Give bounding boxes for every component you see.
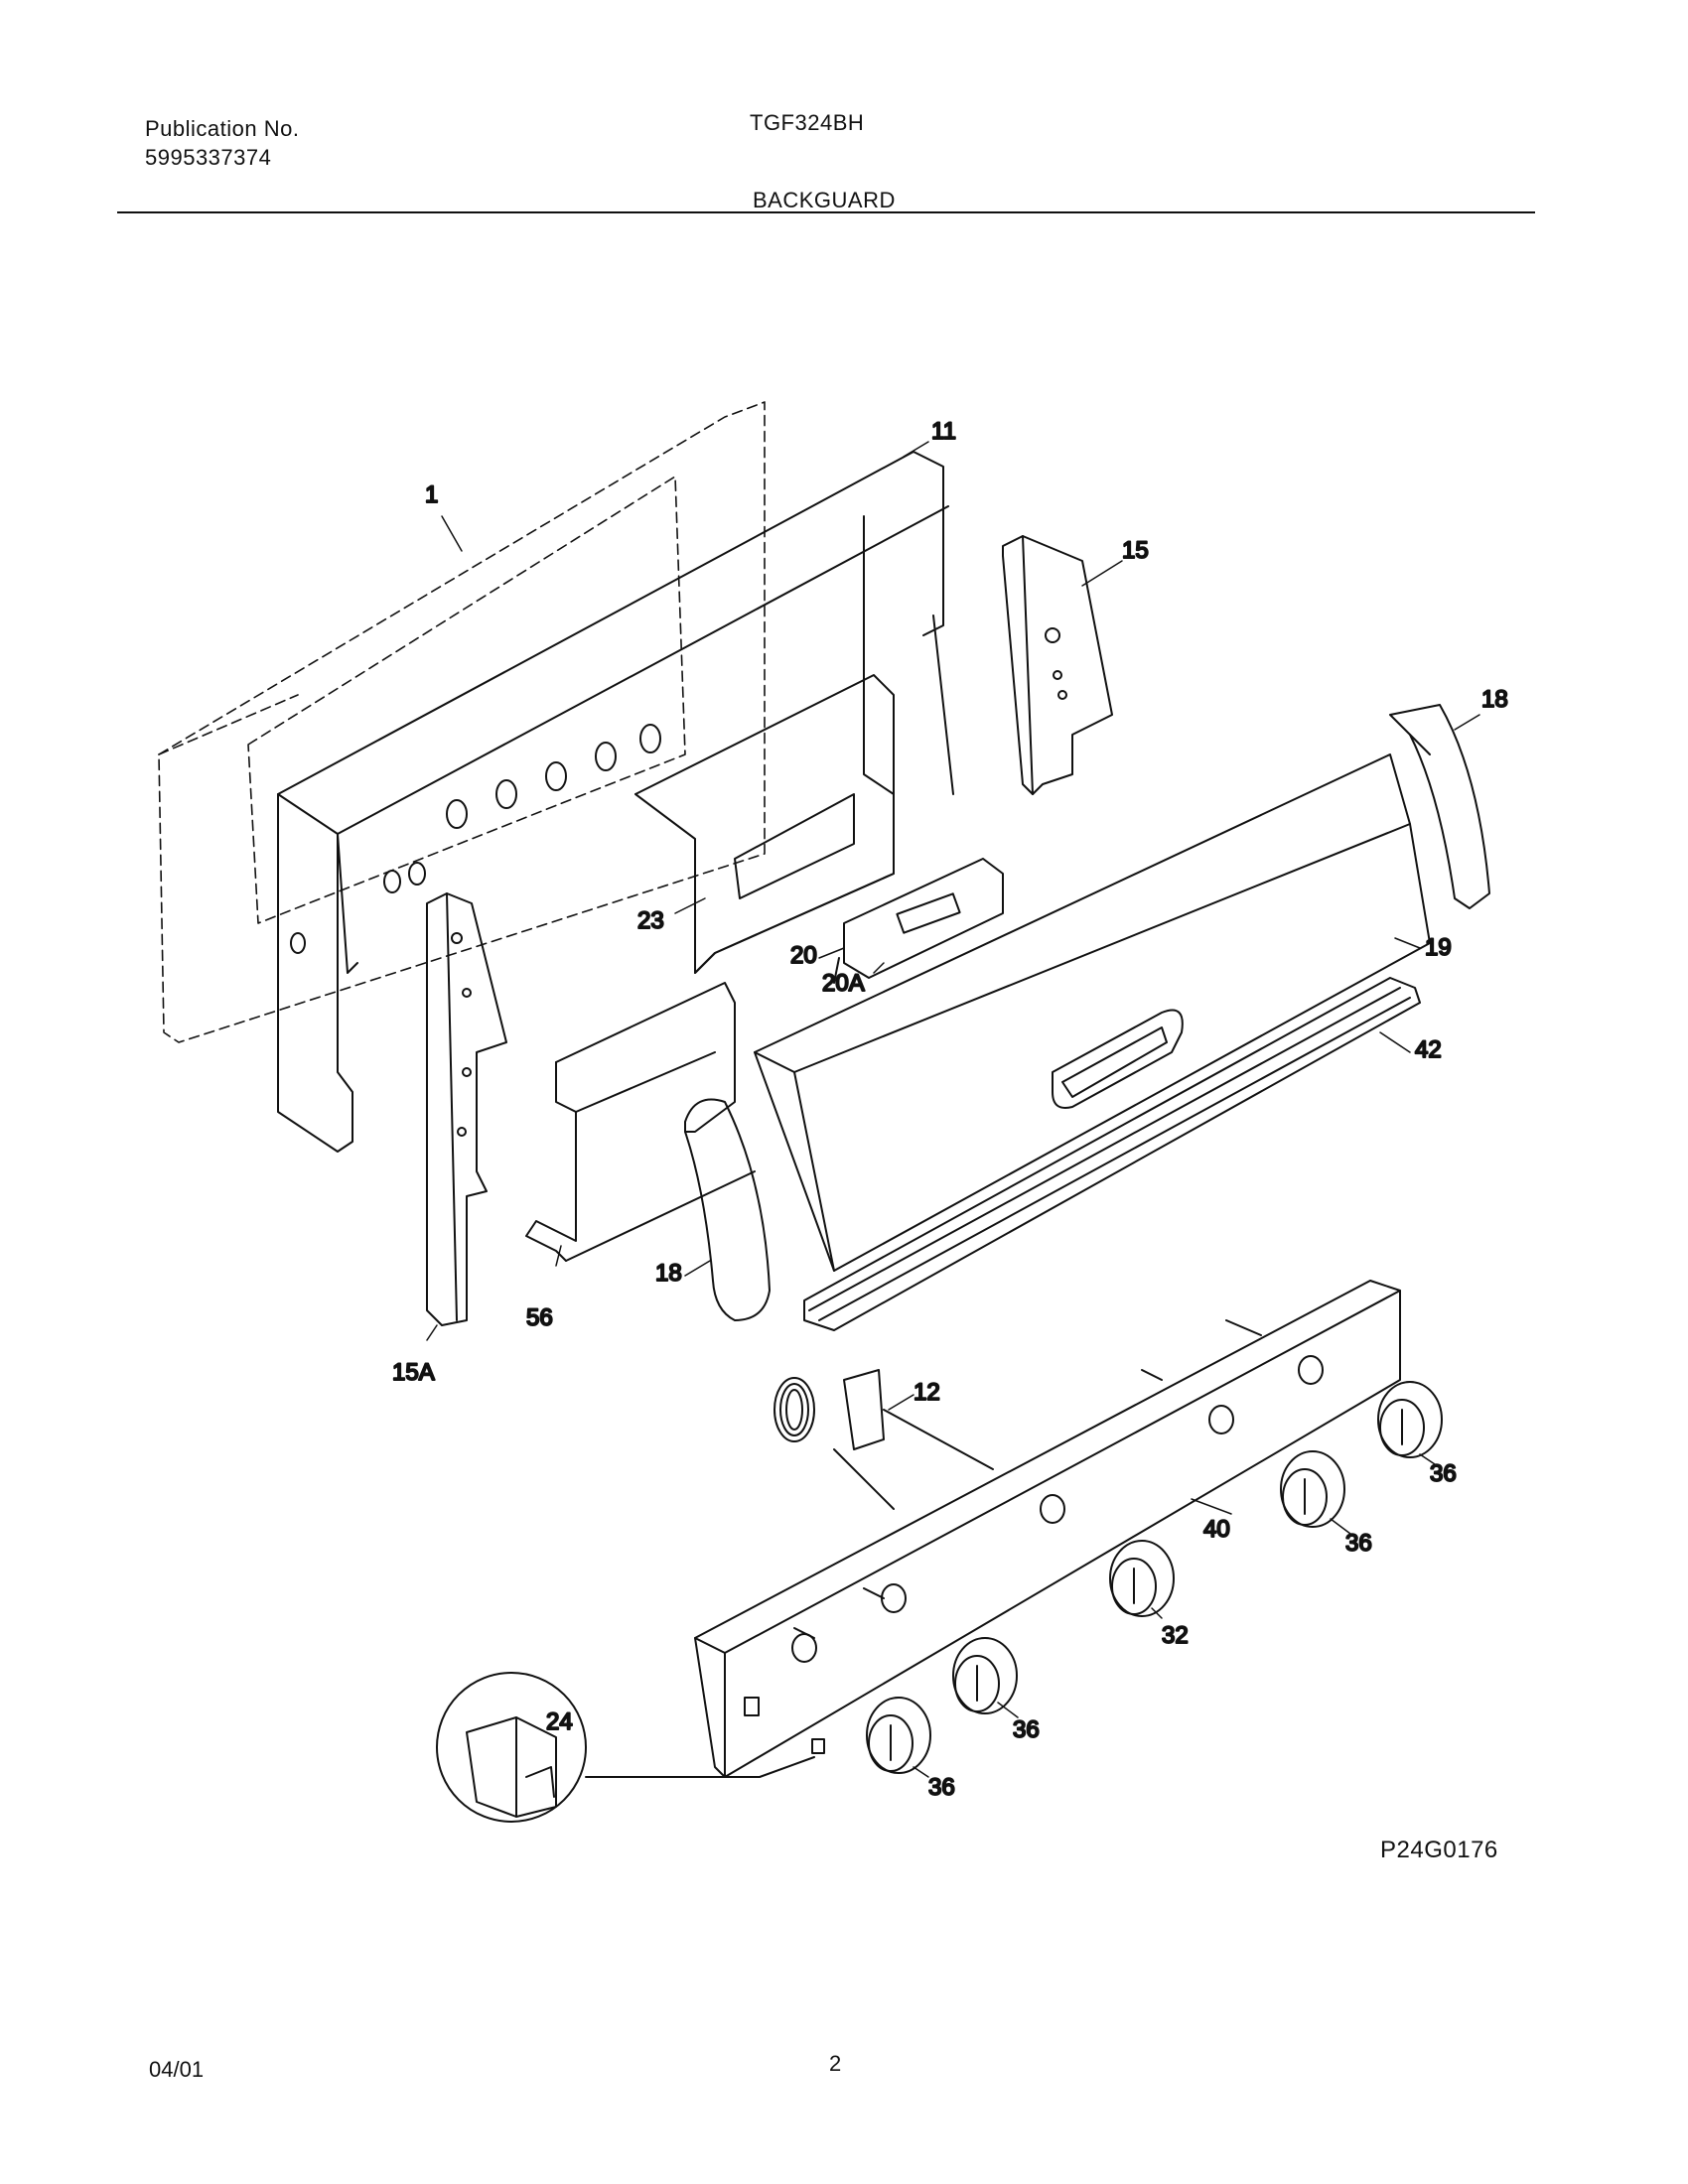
knob-36-upper-right <box>1377 1381 1443 1458</box>
callout-18-left: 18 <box>655 1260 682 1287</box>
callout-36-middle-right: 36 <box>1345 1530 1372 1557</box>
publication-label: Publication No. <box>145 116 300 141</box>
section-title: BACKGUARD <box>753 188 896 212</box>
display-bracket <box>634 674 895 974</box>
callout-20a: 20A <box>822 970 865 997</box>
callout-36-middle-left: 36 <box>1013 1716 1040 1743</box>
callout-12: 12 <box>914 1379 940 1406</box>
page-number: 2 <box>829 2051 842 2076</box>
callout-36-upper-right: 36 <box>1430 1460 1457 1487</box>
callout-20: 20 <box>790 942 817 969</box>
header-rule <box>117 211 1535 213</box>
callout-40: 40 <box>1203 1516 1230 1543</box>
knob-36-lower-left <box>866 1697 931 1774</box>
callout-1: 1 <box>425 481 438 508</box>
trim-strip <box>803 977 1421 1331</box>
clock-control-module <box>833 858 1004 984</box>
right-end-bracket <box>1002 535 1113 795</box>
rear-support-plate <box>525 982 756 1262</box>
left-end-cap <box>684 1098 771 1321</box>
callout-42: 42 <box>1415 1036 1442 1063</box>
rear-insulation-panel <box>158 401 766 1043</box>
callout-56: 56 <box>526 1304 553 1331</box>
thermostat <box>774 1369 994 1510</box>
callout-32: 32 <box>1162 1622 1189 1649</box>
footer-date: 04/01 <box>149 2057 205 2082</box>
switch-detail-inset <box>436 1672 825 1823</box>
callout-11: 11 <box>931 418 956 445</box>
right-end-cap <box>1389 704 1490 909</box>
callout-36-lower-left: 36 <box>928 1774 955 1801</box>
left-end-bracket <box>426 892 507 1326</box>
control-panel-rail <box>694 1280 1401 1778</box>
callout-18-right: 18 <box>1481 686 1508 713</box>
callout-24: 24 <box>546 1708 573 1735</box>
callout-19: 19 <box>1425 934 1452 961</box>
callout-15a: 15A <box>392 1359 435 1386</box>
knob-32 <box>1109 1540 1175 1617</box>
front-control-panel <box>754 753 1431 1272</box>
knob-36-middle-right <box>1280 1450 1345 1528</box>
model-number: TGF324BH <box>750 110 865 135</box>
knob-36-middle-left <box>952 1637 1018 1714</box>
publication-number: 5995337374 <box>145 145 272 170</box>
callout-15: 15 <box>1122 537 1149 564</box>
backguard-shell <box>277 451 954 1153</box>
figure-reference: P24G0176 <box>1380 1837 1498 1863</box>
callout-23: 23 <box>637 907 664 934</box>
leader-lines <box>426 441 1480 1778</box>
